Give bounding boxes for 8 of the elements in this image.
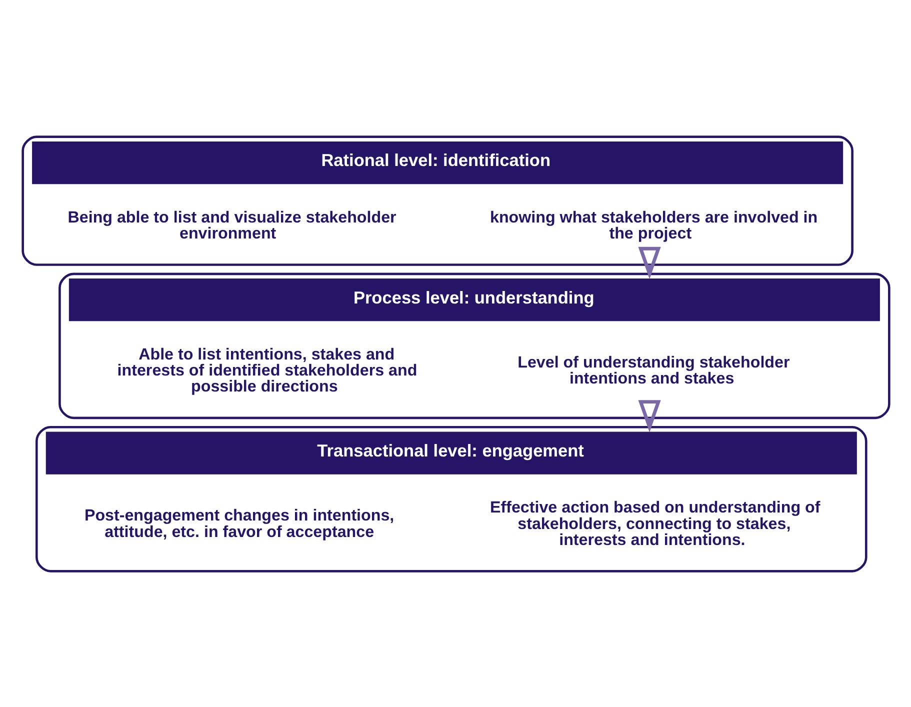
node-text: Able to list intentions, stakes and interests of identified stakeholders and possible directions [116, 344, 417, 396]
arrow [638, 246, 660, 279]
node-text: Post-engagement changes in intentions, attitude, etc. in favor of acceptance [84, 506, 394, 540]
arrow [638, 400, 660, 432]
node-text: Effective action based on understanding of stakeholders, connecting to stakes, interests and intentions. [489, 498, 820, 548]
node-text: Being able to list and visualize stakeholder environment [67, 208, 396, 242]
node-text: knowing what stakeholders are involved in the project [489, 208, 818, 242]
node-text: Level of understanding stakeholder intentions and stakes [517, 352, 790, 388]
